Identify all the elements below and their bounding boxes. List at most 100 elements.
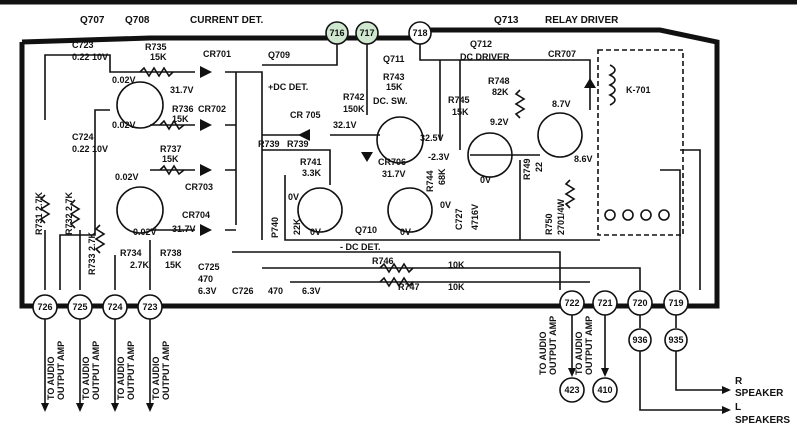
arrows-left: [41, 319, 154, 412]
v-317-b: 31.7V: [172, 224, 196, 234]
p740-label: P740: [270, 217, 280, 238]
r-speaker-label-2: SPEAKER: [735, 388, 784, 399]
r741-value: 3.3K: [302, 168, 322, 178]
vertical-labels: R731 2.7K R732 2.7K R733 2.7K P740 22K R…: [34, 158, 566, 275]
node-721: 721: [592, 290, 618, 316]
svg-text:410: 410: [597, 385, 612, 395]
r742-voltage: 32.1V: [333, 120, 357, 130]
r742-value: 150K: [343, 104, 365, 114]
relay-contact-4: [658, 209, 670, 221]
svg-text:723: 723: [142, 302, 157, 312]
r747-label: R747: [398, 282, 420, 292]
relay-k701-box: [597, 49, 684, 236]
q707-label: Q707: [80, 15, 105, 26]
cr706-label: CR706: [378, 157, 406, 167]
node-720: 720: [627, 290, 653, 316]
q713-label: Q713: [494, 15, 519, 26]
v-87: 8.7V: [552, 99, 571, 109]
v-325: 32.5V: [420, 133, 444, 143]
svg-text:724: 724: [107, 302, 122, 312]
wire-c723: [44, 54, 195, 120]
r746-value: 10K: [448, 260, 465, 270]
l-speakers-label-2: SPEAKERS: [735, 415, 790, 426]
r743-label: R743: [383, 72, 405, 82]
v-002-d: 0.02V: [133, 227, 157, 237]
svg-text:719: 719: [668, 298, 683, 308]
r742-label: R742: [343, 92, 365, 102]
cr705-label: CR 705: [290, 110, 321, 120]
arrows-right: [568, 315, 731, 414]
svg-text:OUTPUT AMP: OUTPUT AMP: [548, 316, 558, 375]
svg-text:TO AUDIO: TO AUDIO: [116, 356, 126, 400]
relay-driver-label: RELAY DRIVER: [545, 15, 619, 26]
node-724: 724: [102, 294, 128, 320]
r738-label: R738: [160, 248, 182, 258]
dc-driver-label: DC DRIVER: [460, 52, 510, 62]
v-0-e: 0V: [480, 175, 491, 185]
relay-coil: [608, 64, 616, 106]
diode-cr701: [200, 66, 212, 78]
relay-contact-1: [604, 209, 616, 221]
v-0-d: 0V: [440, 200, 451, 210]
c725-value: 470: [198, 274, 213, 284]
svg-text:OUTPUT AMP: OUTPUT AMP: [91, 341, 101, 400]
diode-cr704: [200, 224, 212, 236]
node-726: 726: [32, 294, 58, 320]
r745-label: R745: [448, 95, 470, 105]
l-speakers-label-1: L: [735, 402, 741, 413]
c726-voltage: 6.3V: [302, 286, 321, 296]
r741-label: R741: [300, 157, 322, 167]
r750-value: 2701/4W: [556, 198, 566, 235]
v-317-a: 31.7V: [170, 85, 194, 95]
svg-text:726: 726: [37, 302, 52, 312]
q711-label: Q711: [383, 54, 405, 64]
r732-label: R732 2.7K: [64, 191, 74, 235]
wire-r743-r745: [439, 60, 461, 150]
v-002-b: 0.02V: [112, 120, 136, 130]
dc-det-pos-label: +DC DET.: [268, 82, 308, 92]
r731-label: R731 2.7K: [34, 191, 44, 235]
r744-label: R744: [425, 170, 435, 192]
dc-sw-label: DC. SW.: [373, 96, 408, 106]
c723-value: 0.22 10V: [72, 52, 108, 62]
q708-label: Q708: [125, 15, 150, 26]
r748-value: 82K: [492, 87, 509, 97]
v-002-a: 0.02V: [112, 75, 136, 85]
transistor-q712: [467, 132, 513, 178]
node-719: 719: [663, 290, 689, 316]
svg-text:423: 423: [564, 385, 579, 395]
svg-text:716: 716: [329, 28, 344, 38]
q710-label: Q710: [355, 225, 377, 235]
v-92: 9.2V: [490, 117, 509, 127]
svg-text:725: 725: [72, 302, 87, 312]
svg-text:722: 722: [564, 298, 579, 308]
wire-positive-rail: [225, 71, 263, 240]
r-speaker-label-1: R: [735, 376, 743, 387]
p740-value: 22K: [292, 218, 302, 235]
wire-r746: [262, 267, 641, 290]
node-717: 717: [355, 21, 379, 45]
r739-value: R739: [287, 139, 309, 149]
v-317-c: 31.7V: [382, 169, 406, 179]
k701-label: K-701: [626, 85, 651, 95]
transistor-q709: [297, 187, 343, 233]
svg-text:718: 718: [412, 28, 427, 38]
transistor-q708: [116, 186, 164, 234]
relay-contact-3: [640, 209, 652, 221]
resistor-r748: [514, 89, 526, 119]
resistor-r735: [139, 66, 174, 78]
c723-label: C723: [72, 40, 94, 50]
cr703-label: CR703: [185, 182, 213, 192]
c727-value: 4716V: [470, 204, 480, 230]
wire-716: [262, 44, 338, 66]
svg-text:717: 717: [359, 28, 374, 38]
node-716: 716: [325, 21, 349, 45]
transistor-q711: [376, 116, 424, 164]
transistor-q707: [116, 81, 164, 129]
svg-text:936: 936: [632, 335, 647, 345]
svg-text:TO AUDIO: TO AUDIO: [574, 331, 584, 375]
node-722: 722: [559, 290, 585, 316]
